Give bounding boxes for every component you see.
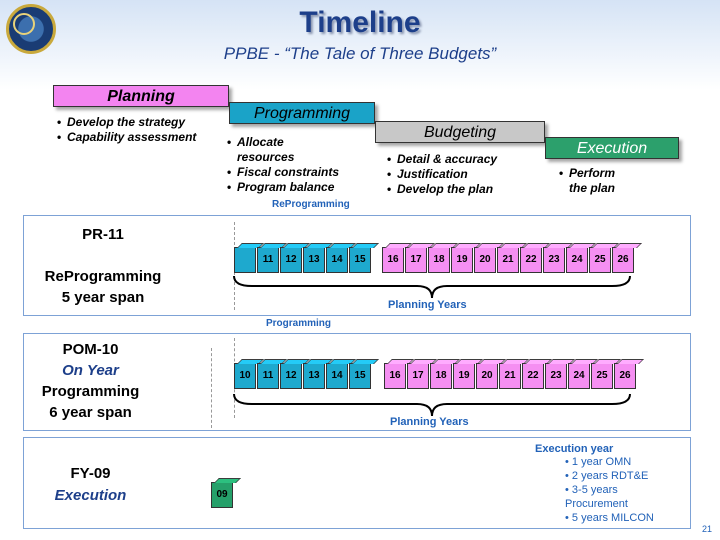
section-fy09: [23, 437, 691, 529]
section2-planning-years-label: Planning Years: [390, 416, 469, 428]
page-title: Timeline: [299, 6, 421, 39]
bullet-item: Develop the plan: [385, 182, 497, 197]
year-box: 17: [407, 363, 429, 389]
page-number: 21: [701, 524, 712, 534]
year-box: 19: [453, 363, 475, 389]
year-box: 15: [349, 247, 371, 273]
year-box: 26: [612, 247, 634, 273]
section1-planning-years-label: Planning Years: [388, 299, 467, 311]
section2-label-top: POM-10: [62, 341, 119, 358]
section2-label-italic: On Year: [62, 362, 119, 379]
execution-note: Execution year • 1 year OMN • 2 years RD…: [535, 443, 654, 525]
programming-tag: Programming: [266, 318, 332, 329]
year-box: 15: [349, 363, 371, 389]
year-box: 12: [280, 247, 302, 273]
year-box: 10: [234, 363, 256, 389]
section1-brace: [233, 275, 631, 299]
year-box: [234, 247, 256, 273]
execution-note-item: • 5 years MILCON: [565, 512, 654, 524]
bullet-item: Perform the plan: [557, 166, 634, 196]
bullet-item: Fiscal constraints: [225, 165, 365, 180]
divider-line: [211, 348, 212, 428]
section3-label-top: FY-09: [70, 465, 111, 482]
year-box: 25: [591, 363, 613, 389]
year-box: 19: [451, 247, 473, 273]
year-box: 23: [543, 247, 565, 273]
year-box: 22: [522, 363, 544, 389]
year-box: 21: [499, 363, 521, 389]
year-box: 11: [257, 247, 279, 273]
bullet-item: Develop the strategy: [55, 115, 196, 130]
execution-note-item: • 2 years RDT&E: [565, 470, 649, 482]
page-subtitle: PPBE - “The Tale of Three Budgets”: [223, 44, 497, 63]
phase-programming: Programming: [229, 102, 375, 124]
programming-bullets: Allocate resources Fiscal constraints Pr…: [225, 135, 365, 195]
bullet-item: Allocate resources: [225, 135, 327, 165]
section1-label-mid: ReProgramming: [44, 268, 162, 285]
section1-label-top: PR-11: [82, 226, 124, 243]
section2-label-bot: 6 year span: [49, 404, 132, 421]
year-box: 16: [384, 363, 406, 389]
bullet-item: Program balance: [225, 180, 365, 195]
section3-green-year: 09: [211, 482, 234, 508]
section-pom10: [23, 333, 691, 431]
section3-label-italic: Execution: [54, 487, 127, 504]
bullet-item: Justification: [385, 167, 497, 182]
execution-note-item: Procurement: [565, 498, 628, 510]
year-box: 13: [303, 247, 325, 273]
year-box: 09: [211, 482, 233, 508]
section2-brace: [233, 393, 631, 417]
reprogramming-tag: ReProgramming: [272, 199, 350, 210]
year-box: 18: [430, 363, 452, 389]
year-box: 16: [382, 247, 404, 273]
year-box: 24: [568, 363, 590, 389]
year-box: 22: [520, 247, 542, 273]
year-box: 20: [476, 363, 498, 389]
phase-budgeting: Budgeting: [375, 121, 545, 143]
year-box: 23: [545, 363, 567, 389]
year-box: 18: [428, 247, 450, 273]
section-pr11: [23, 215, 691, 316]
year-box: 11: [257, 363, 279, 389]
year-box: 21: [497, 247, 519, 273]
execution-note-item: • 1 year OMN: [565, 456, 632, 468]
section1-label-bot: 5 year span: [61, 289, 145, 306]
phase-execution: Execution: [545, 137, 679, 159]
execution-note-heading: Execution year: [535, 443, 614, 455]
year-box: 14: [326, 363, 348, 389]
section2-label-mid: Programming: [41, 383, 140, 400]
bullet-item: Detail & accuracy: [385, 152, 497, 167]
year-box: 26: [614, 363, 636, 389]
bullet-item: Capability assessment: [55, 130, 196, 145]
year-box: 25: [589, 247, 611, 273]
year-box: 14: [326, 247, 348, 273]
execution-bullets: Perform the plan: [557, 166, 637, 196]
phase-planning: Planning: [53, 85, 229, 107]
execution-note-item: • 3-5 years: [565, 484, 618, 496]
year-box: 24: [566, 247, 588, 273]
planning-bullets: Develop the strategy Capability assessme…: [55, 115, 196, 145]
year-box: 13: [303, 363, 325, 389]
seal-emblem-icon: [13, 13, 35, 35]
year-box: 20: [474, 247, 496, 273]
year-box: 17: [405, 247, 427, 273]
year-box: 12: [280, 363, 302, 389]
budgeting-bullets: Detail & accuracy Justification Develop …: [385, 152, 497, 197]
